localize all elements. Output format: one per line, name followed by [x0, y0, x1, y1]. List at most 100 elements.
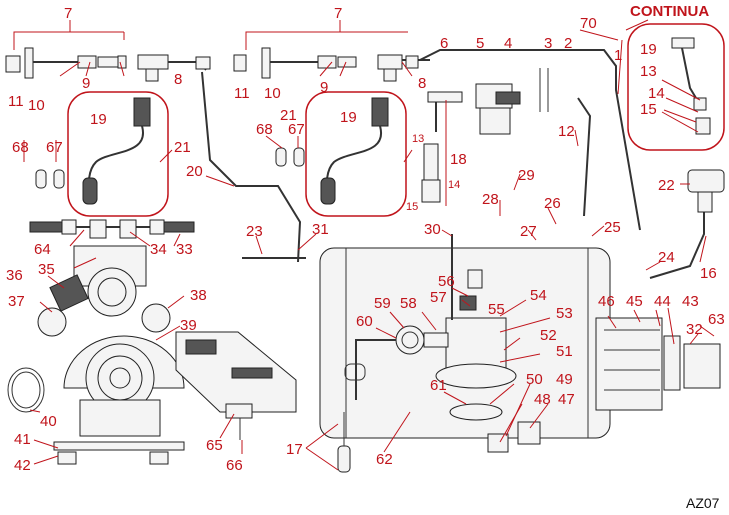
callout-7-left: 7 [64, 5, 72, 22]
callout-42: 42 [14, 457, 31, 474]
callout-22: 22 [658, 177, 675, 194]
callout-19-left: 19 [90, 111, 107, 128]
callout-35: 35 [38, 261, 55, 278]
valve-18 [421, 100, 447, 206]
callout-62: 62 [376, 451, 393, 468]
callout-8-left: 8 [174, 71, 182, 88]
callout-11-left: 11 [8, 93, 24, 110]
callout-49: 49 [556, 371, 573, 388]
callout-60: 60 [356, 313, 373, 330]
callout-53: 53 [556, 305, 573, 322]
callout-29: 29 [518, 167, 535, 184]
callout-34: 34 [150, 241, 167, 258]
callout-9-left: 9 [82, 75, 90, 92]
callout-43: 43 [682, 293, 699, 310]
callout-65: 65 [206, 437, 223, 454]
clamp [7, 367, 45, 413]
group-head [435, 269, 517, 421]
callout-31: 31 [312, 221, 329, 238]
callout-19-continua: 19 [640, 41, 657, 58]
section-view [175, 331, 297, 440]
callout-51: 51 [556, 343, 573, 360]
pressure-gauge [687, 169, 725, 213]
callout-25: 25 [604, 219, 621, 236]
callout-67-left: 67 [46, 139, 63, 156]
callout-21-middle: 21 [280, 107, 297, 124]
callout-50: 50 [526, 371, 543, 388]
callout-48: 48 [534, 391, 551, 408]
callout-7-middle: 7 [334, 5, 342, 22]
hose-assembly [29, 219, 195, 239]
callout-28: 28 [482, 191, 499, 208]
left-detail-frame [67, 91, 169, 217]
callout-26: 26 [544, 195, 561, 212]
callout-64: 64 [34, 241, 51, 258]
callout-52: 52 [540, 327, 557, 344]
bottom-fittings [487, 421, 541, 453]
callout-57: 57 [430, 289, 447, 306]
pipe-network [201, 49, 705, 320]
callout-2: 2 [564, 35, 572, 52]
callout-55: 55 [488, 301, 505, 318]
callout-68-middle: 68 [256, 121, 273, 138]
caps-67-68-middle [275, 147, 305, 167]
callout-18: 18 [450, 151, 467, 168]
callout-1: 1 [614, 47, 622, 64]
callout-39: 39 [180, 317, 197, 334]
callout-33: 33 [176, 241, 193, 258]
leader-lines [13, 19, 715, 471]
callout-36: 36 [6, 267, 23, 284]
callout-8-middle: 8 [418, 75, 426, 92]
valve-assembly [355, 325, 449, 400]
callout-14-continua: 14 [648, 85, 665, 102]
callout-11-middle: 11 [234, 85, 250, 102]
callout-10-middle: 10 [264, 85, 281, 102]
callout-labels: CONTINUA 70 19 13 14 15 7 7 6 5 4 3 2 1 … [6, 3, 725, 511]
callout-17: 17 [286, 441, 303, 458]
callout-44: 44 [654, 293, 671, 310]
continua-frame [627, 23, 725, 151]
pump-assembly [37, 245, 171, 337]
callout-16: 16 [700, 265, 717, 282]
callout-66: 66 [226, 457, 243, 474]
callout-56: 56 [438, 273, 455, 290]
callout-40: 40 [40, 413, 57, 430]
callout-37: 37 [8, 293, 25, 310]
callout-61: 61 [430, 377, 447, 394]
callout-23: 23 [246, 223, 263, 240]
callout-67-middle: 67 [288, 121, 305, 138]
callout-58: 58 [400, 295, 417, 312]
callout-10-left: 10 [28, 97, 45, 114]
callout-19-middle: 19 [340, 109, 357, 126]
callout-21-left: 21 [174, 139, 191, 156]
callout-24: 24 [658, 249, 675, 266]
callout-20: 20 [186, 163, 203, 180]
callout-47: 47 [558, 391, 575, 408]
callout-38: 38 [190, 287, 207, 304]
pressure-switch [475, 68, 549, 135]
callout-9-middle: 9 [320, 79, 328, 96]
callout-63: 63 [708, 311, 725, 328]
callout-46: 46 [598, 293, 615, 310]
callout-41: 41 [14, 431, 31, 448]
callout-3: 3 [544, 35, 552, 52]
callout-27: 27 [520, 223, 537, 240]
callout-13-middle: 13 [412, 133, 424, 145]
motor-assembly [53, 335, 185, 465]
middle-top-pipe-assembly [233, 47, 430, 82]
callout-45: 45 [626, 293, 643, 310]
callout-15-middle: 15 [406, 201, 418, 213]
callout-6: 6 [440, 35, 448, 52]
middle-detail-frame [305, 91, 407, 217]
feet-17 [337, 412, 351, 473]
callout-13-continua: 13 [640, 63, 657, 80]
callout-5: 5 [476, 35, 484, 52]
callout-59: 59 [374, 295, 391, 312]
diagram-code: AZ07 [686, 495, 720, 511]
callout-32: 32 [686, 321, 703, 338]
callout-70: 70 [580, 15, 597, 32]
left-top-pipe-assembly [5, 47, 211, 82]
caps-67-68-left [35, 169, 65, 189]
callout-54: 54 [530, 287, 547, 304]
